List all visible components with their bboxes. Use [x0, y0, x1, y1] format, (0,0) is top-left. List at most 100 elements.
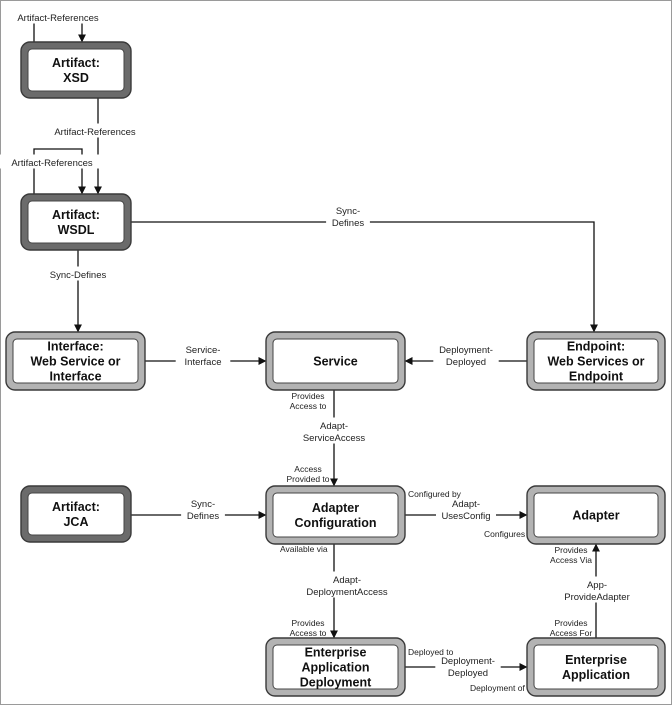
edge-label-text: Deployed: [448, 668, 488, 679]
node-inner: [12, 338, 139, 384]
edge-label-background: [295, 417, 373, 444]
role-label-text: Provides: [554, 545, 587, 555]
role-label-text: Provides: [291, 618, 324, 628]
node-title: Artifact:: [52, 56, 100, 70]
role-label-text: Configures: [484, 529, 525, 539]
role-label-deployed-to: Deployed to: [408, 647, 454, 657]
role-label-deployment-of: Deployment of: [470, 683, 525, 693]
edge-label-text: DeploymentAccess: [306, 587, 388, 598]
role-label-text: Configured by: [408, 489, 462, 499]
role-label-text: Deployed to: [408, 647, 454, 657]
edge-label-endpoint-service: Deployment-Deployed: [433, 341, 499, 368]
edge-label-text: Adapt-: [320, 421, 348, 432]
node-title: Endpoint:: [567, 340, 625, 354]
edge-label-text: Deployed: [446, 357, 486, 368]
node-service[interactable]: Service: [265, 331, 406, 391]
edge-label-text: Adapt-: [452, 499, 480, 510]
edge-label-text: App-: [587, 580, 607, 591]
edge-label-adcfg-adapter: Adapt-UsesConfig: [436, 495, 496, 522]
role-label-text: Access to: [290, 401, 327, 411]
node-title: Configuration: [295, 516, 377, 530]
node-title: JCA: [63, 515, 88, 529]
node-wsdl[interactable]: Artifact:WSDL: [20, 193, 132, 251]
node-title: WSDL: [58, 223, 95, 237]
edge-wsdl-self: [33, 148, 86, 195]
edge-label-text: Sync-Defines: [50, 270, 107, 281]
role-label-text: Deployment of: [470, 683, 525, 693]
node-inner: [272, 492, 399, 538]
edge-label-jca-adcfg: Sync-Defines: [181, 495, 225, 522]
node-adapter[interactable]: Adapter: [526, 485, 666, 545]
node-inner: [27, 48, 125, 92]
edge-label-text: UsesConfig: [441, 511, 490, 522]
edge-label-background: [300, 571, 394, 598]
node-inner: [27, 200, 125, 244]
edge-label-xsd-wsdl: Artifact-References: [40, 123, 150, 138]
node-title: Deployment: [300, 676, 372, 690]
node-title: Enterprise: [565, 653, 627, 667]
node-title: Application: [301, 661, 369, 675]
node-inner: [272, 338, 399, 384]
edge-label-iface-service: Service-Interface: [175, 341, 231, 368]
node-jca[interactable]: Artifact:JCA: [20, 485, 132, 543]
role-label-text: Provides: [554, 618, 587, 628]
node-title: Artifact:: [52, 500, 100, 514]
edge-label-text: ProvideAdapter: [564, 592, 629, 603]
edge-label-background: [3, 9, 113, 24]
edge-label-text: Service-: [186, 345, 221, 356]
node-title: Interface: [49, 370, 101, 384]
edge-label-text: Adapt-: [333, 575, 361, 586]
node-title: Enterprise: [305, 646, 367, 660]
node-inner: [533, 492, 659, 538]
edge-label-background: [436, 495, 496, 522]
edge-label-text: Artifact-References: [11, 158, 93, 169]
edge-label-text: Interface: [185, 357, 222, 368]
edge-label-background: [326, 202, 370, 229]
node-inner: [533, 644, 659, 690]
role-label-text: Access to: [290, 628, 327, 638]
edge-label-text: Defines: [332, 218, 364, 229]
edge-label-wsdl-self: Artifact-References: [0, 154, 107, 169]
edge-label-background: [42, 266, 114, 281]
edge-label-text: Sync-: [336, 206, 360, 217]
edge-label-background: [40, 123, 150, 138]
node-xsd[interactable]: Artifact:XSD: [20, 41, 132, 99]
edge-label-xsd-self: Artifact-References: [3, 9, 113, 24]
role-label-available-via: Available via: [280, 544, 328, 554]
node-title: Interface:: [47, 340, 103, 354]
role-label-text: Provided to: [287, 474, 330, 484]
node-title: Adapter: [312, 501, 359, 515]
node-title: Web Service or: [30, 355, 120, 369]
edge-label-text: Artifact-References: [17, 13, 99, 24]
edge-label-background: [433, 341, 499, 368]
edge-label-background: [0, 154, 107, 169]
role-label-configures: Configures: [484, 529, 525, 539]
node-title: Service: [313, 355, 358, 369]
role-label-text: Available via: [280, 544, 328, 554]
edge-label-text: Defines: [187, 511, 219, 522]
edge-label-text: Deployment-: [439, 345, 493, 356]
edge-label-text: Sync-: [191, 499, 215, 510]
edge-label-service-adcfg: Adapt-ServiceAccess: [295, 417, 373, 444]
role-label-text: Access: [294, 464, 321, 474]
role-label-text: Access For: [550, 628, 593, 638]
edge-label-text: ServiceAccess: [303, 433, 366, 444]
edge-wsdl-endpoint: [131, 221, 598, 333]
node-inner: [272, 644, 399, 690]
role-label-text: Provides: [291, 391, 324, 401]
node-title: XSD: [63, 71, 89, 85]
node-title: Web Services or: [547, 355, 644, 369]
node-title: Artifact:: [52, 208, 100, 222]
